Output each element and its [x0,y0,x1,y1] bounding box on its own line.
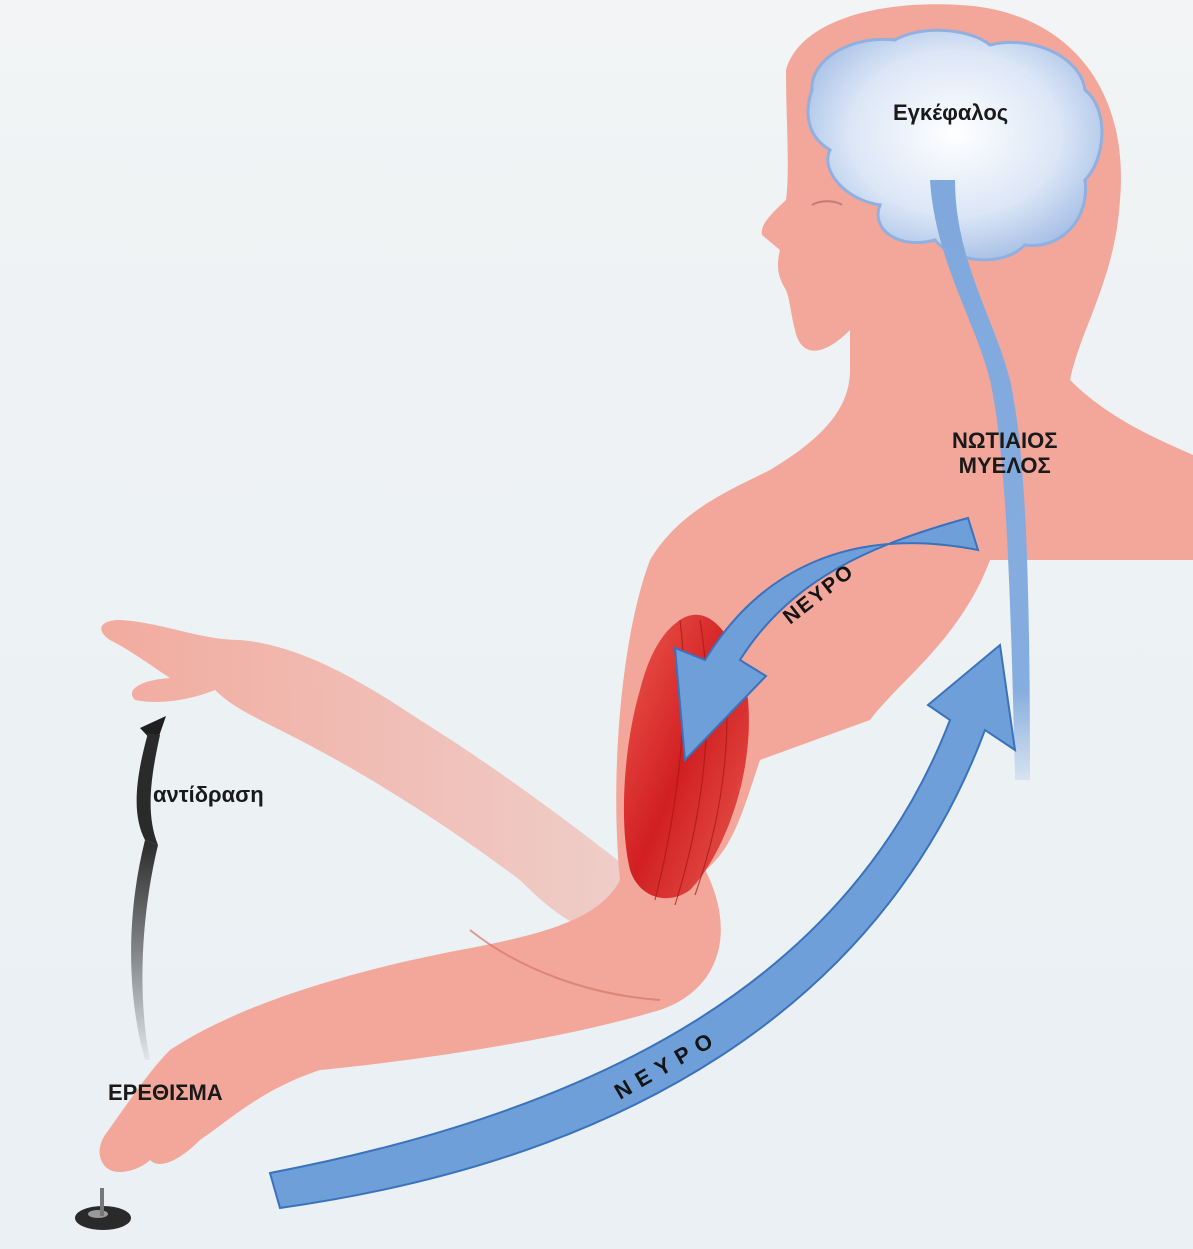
stimulus-label: ΕΡΕΘΙΣΜΑ [108,1080,223,1105]
spinal-cord-label-line1: ΝΩΤΙΑΙΟΣ [952,428,1057,453]
reaction-label: αντίδραση [153,782,264,807]
spinal-cord-label: ΝΩΤΙΑΙΟΣ ΜΥΕΛΟΣ [952,428,1057,479]
brain-label: Εγκέφαλος [893,100,1008,125]
spinal-cord-label-line2: ΜΥΕΛΟΣ [952,453,1057,478]
